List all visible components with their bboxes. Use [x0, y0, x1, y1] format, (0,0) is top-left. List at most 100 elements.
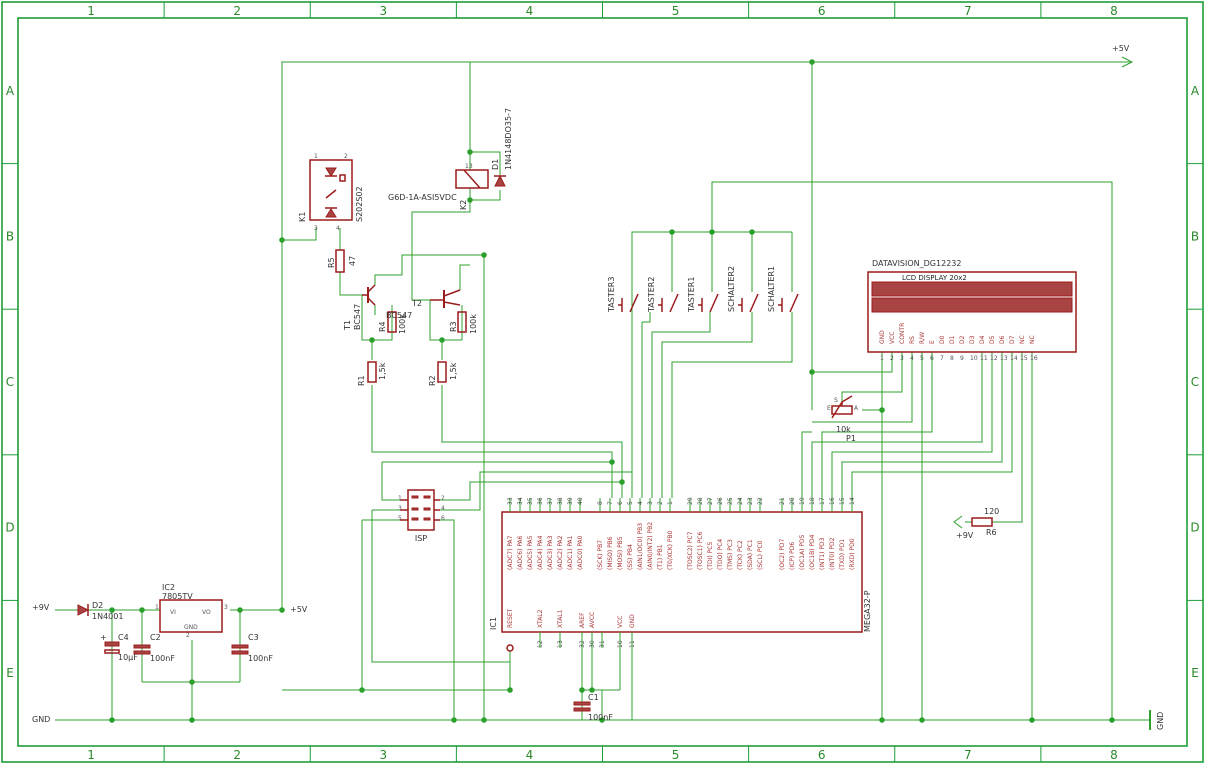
mcu-pin-label: (OC1A) PD5: [799, 534, 806, 570]
frame-row-label-right: C: [1191, 375, 1199, 389]
lcd-pin-number: 9: [960, 355, 964, 362]
switch-schalter2: SCHALTER2: [727, 232, 759, 313]
lcd-pin-number: 1: [880, 355, 884, 362]
mcu-pin-label: (TXD) PD1: [839, 539, 846, 570]
c1-value: 100nF: [588, 713, 613, 722]
net-labels: +5V +5V +9V +9V GND GND: [32, 44, 1165, 730]
mcu-pin-number: 1: [667, 501, 674, 505]
t1-transistor: T1 BC547: [343, 284, 376, 331]
lcd-pin-number: 10: [970, 355, 978, 362]
mcu-pin-label: (SCK) PB7: [597, 540, 604, 570]
r4-value: 100k: [398, 314, 407, 334]
mcu-pin-label: (ICP) PD6: [789, 542, 796, 570]
c3-value: 100nF: [248, 654, 273, 663]
mcu-pin-number: 32: [579, 640, 586, 648]
net-label-plus5v-top: +5V: [1112, 44, 1130, 53]
net-label-plus9v-r6: +9V: [956, 531, 974, 540]
ic2-value: 7805TV: [162, 592, 193, 601]
mcu-pin-label: (ADC5) PA5: [527, 535, 534, 570]
mcu-pin-number: 2: [657, 501, 664, 505]
mcu-pin-label: (SS) PB4: [627, 544, 634, 570]
mcu-pin-label: (TCK) PC2: [737, 540, 744, 570]
frame-col-label-bottom: 5: [672, 748, 680, 762]
r4-name: R4: [378, 321, 387, 332]
lcd-pin-number: 16: [1030, 355, 1038, 362]
c3-capacitor: C3 100nF: [231, 633, 273, 663]
frame-row-label-right: A: [1191, 84, 1200, 98]
lcd-pin-number: 3: [900, 355, 904, 362]
mcu-bottom-pin-label: VCC: [617, 616, 624, 628]
mcu-pin-label: (INT0) PD2: [829, 537, 836, 570]
mcu-pin-number: 37: [547, 497, 554, 505]
mcu-bottom-pin-label: RESET: [507, 608, 514, 628]
mcu-pin-label: (TDO) PC4: [717, 539, 724, 570]
mcu-pin-number: 8: [597, 501, 604, 505]
frame-col-label-top: 3: [379, 4, 387, 18]
switch-label: SCHALTER1: [767, 266, 776, 312]
frame-col-label-top: 8: [1110, 4, 1118, 18]
mcu-pin-number: 22: [757, 497, 764, 505]
frame-row-label-left: B: [6, 229, 14, 243]
p1-potentiometer: E S A 10k P1: [827, 395, 859, 443]
net-label-plus5v-reg: +5V: [290, 605, 308, 614]
svg-text:1: 1: [314, 153, 318, 160]
lcd-pin-label: D1: [949, 335, 956, 344]
frame-col-label-bottom: 3: [379, 748, 387, 762]
d1-name: D1: [491, 159, 500, 170]
wires: [55, 56, 1151, 730]
r2-resistor: R2 1,5k: [428, 361, 458, 386]
d2-diode: D2 1N4001: [77, 601, 123, 621]
svg-text:5: 5: [398, 515, 402, 522]
lcd-pin-number: 4: [910, 355, 914, 362]
lcd-pin-number: 14: [1010, 355, 1018, 362]
lcd-pin-label: D0: [939, 335, 946, 344]
switch-taster1: TASTER1: [687, 232, 719, 313]
lcd-pin-label: RS: [909, 336, 916, 344]
lcd-pin-label: D7: [1009, 335, 1016, 344]
r3-resistor: R3 100k: [449, 311, 478, 334]
mcu-pin-label: (INT1) PD3: [819, 537, 826, 570]
ic1-name: IC1: [489, 617, 498, 630]
mcu-bottom-pin-label: AVCC: [589, 612, 596, 628]
frame-row-label-right: D: [1190, 521, 1199, 535]
mcu-pin-number: 3: [647, 501, 654, 505]
switch-taster2: TASTER2: [647, 232, 679, 313]
mcu-pin-label: (TOSC2) PC7: [687, 531, 694, 570]
t1-value: BC547: [353, 304, 362, 330]
lcd-pin-label: D3: [969, 335, 976, 344]
r3-value: 100k: [469, 314, 478, 334]
lcd-pin-number: 15: [1020, 355, 1028, 362]
mcu-pin-label: (OC1B) PD4: [809, 534, 816, 570]
ic2-regulator: 1 3 2 VI VO GND IC2 7805TV: [155, 583, 228, 639]
c4-capacitor: + C4 10µF: [100, 633, 138, 662]
mcu-bottom-pin-label: XTAL1: [557, 609, 564, 628]
r5-value: 47: [348, 256, 357, 266]
mcu-pin-number: 20: [789, 497, 796, 505]
svg-text:+: +: [100, 633, 107, 642]
mcu-pin-number: 5: [627, 501, 634, 505]
switch-taster3: TASTER3: [607, 232, 639, 313]
p1-value: 10k: [836, 425, 851, 434]
ic2-vi: VI: [170, 609, 176, 616]
svg-text:4: 4: [441, 505, 445, 512]
net-label-plus9v: +9V: [32, 603, 50, 612]
lcd-pin-number: 8: [950, 355, 954, 362]
k2-name: K2: [459, 200, 468, 210]
mcu-pin-label: (SDA) PC1: [747, 539, 754, 570]
mcu-pin-label: (TDI) PC5: [707, 542, 714, 570]
net-label-gnd: GND: [32, 715, 50, 724]
mcu-pin-number: 29: [687, 497, 694, 505]
mcu-pin-label: (ADC4) PA4: [537, 535, 544, 570]
mcu-pin-number: 17: [819, 497, 826, 505]
lcd-pin-label: D2: [959, 335, 966, 344]
r6-value: 120: [984, 507, 999, 516]
switch-schalter1: SCHALTER1: [767, 232, 799, 313]
lcd-pin-label: NC: [1029, 335, 1036, 344]
c4-value: 10µF: [118, 653, 138, 662]
svg-text:1: 1: [398, 495, 402, 502]
mcu-pin-label: (SCL) PC0: [757, 540, 764, 570]
frame-col-label-bottom: 4: [526, 748, 534, 762]
mcu-pin-number: 16: [829, 497, 836, 505]
